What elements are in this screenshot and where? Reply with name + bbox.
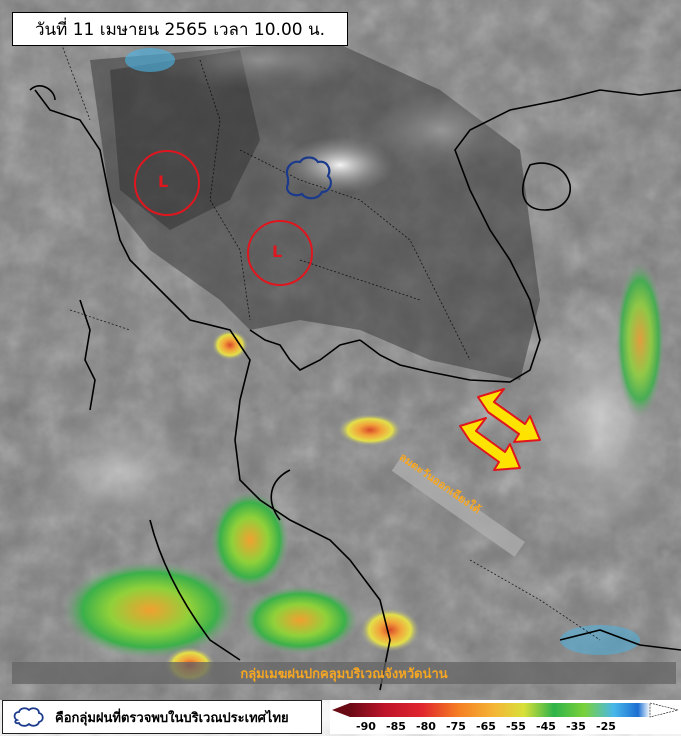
cloud-outline-icon [13, 707, 44, 727]
low-pressure-label-1: L [158, 172, 169, 191]
rain-cluster-outline [285, 156, 332, 200]
scale-label: -90 [356, 720, 376, 733]
low-pressure-label-2: L [272, 242, 283, 261]
scale-label: -55 [506, 720, 526, 733]
rain-cluster-banner: กลุ่มเมฆฝนปกคลุมบริเวณจังหวัดน่าน [12, 662, 676, 684]
low-pressure-marker-1 [134, 150, 200, 216]
monsoon-arrows [459, 388, 541, 471]
scale-label: -65 [476, 720, 496, 733]
map-title: วันที่ 11 เมษายน 2565 เวลา 10.00 น. [12, 12, 348, 46]
scale-label: -25 [596, 720, 616, 733]
scale-label: -80 [416, 720, 436, 733]
scale-label: -85 [386, 720, 406, 733]
cloud-legend: คือกลุ่มฝนที่ตรวจพบในบริเวณประเทศไทย [2, 700, 322, 734]
scale-label: -75 [446, 720, 466, 733]
low-pressure-marker-2 [247, 220, 313, 286]
scale-label: -45 [536, 720, 556, 733]
cloud-legend-label: คือกลุ่มฝนที่ตรวจพบในบริเวณประเทศไทย [55, 710, 289, 726]
scale-label: -35 [566, 720, 586, 733]
temperature-scale [330, 700, 681, 734]
